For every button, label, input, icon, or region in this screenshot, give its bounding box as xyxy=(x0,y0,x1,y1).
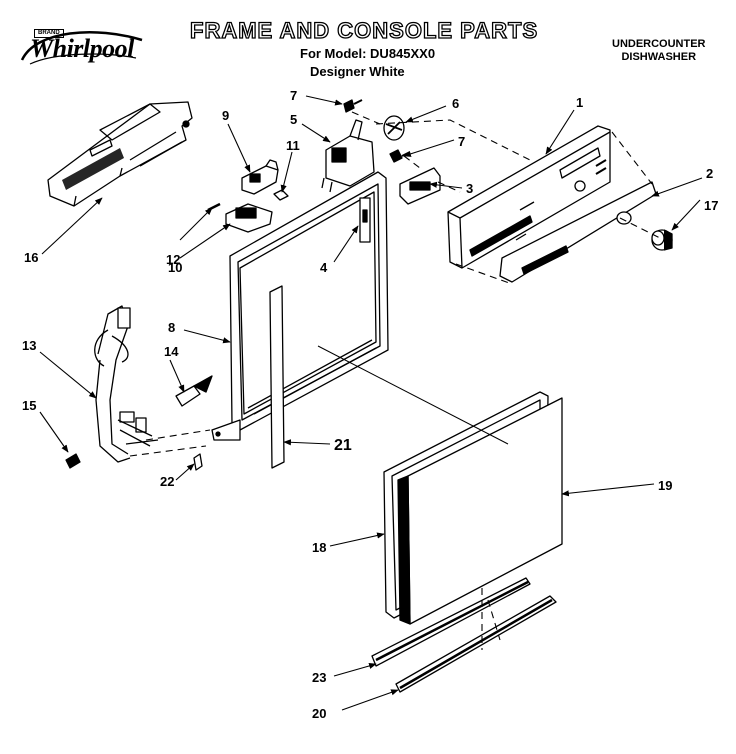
product-type-line2: DISHWASHER xyxy=(621,51,697,63)
part-10-bracket xyxy=(225,203,273,233)
callout-1: 1 xyxy=(576,95,583,110)
callout-6: 6 xyxy=(452,96,459,111)
whirlpool-logo: BRAND Whirlpool xyxy=(16,26,146,70)
callout-17: 17 xyxy=(704,198,718,213)
callout-9: 9 xyxy=(222,108,229,123)
callout-23: 23 xyxy=(312,670,326,685)
callout-7-mid: 7 xyxy=(458,134,465,149)
part-14-fuse xyxy=(175,375,213,407)
callout-21: 21 xyxy=(334,437,352,454)
callout-22: 22 xyxy=(160,474,174,489)
part-15-screw xyxy=(65,453,81,469)
part-2-overlay xyxy=(499,181,657,283)
part-21-strip xyxy=(269,285,285,469)
page-title: FRAME AND CONSOLE PARTS xyxy=(189,17,539,43)
callout-11: 11 xyxy=(286,138,300,153)
part-11-clip xyxy=(273,189,289,201)
callout-3: 3 xyxy=(466,181,473,196)
part-6-knob xyxy=(383,115,405,141)
callout-14: 14 xyxy=(164,344,179,359)
callout-15: 15 xyxy=(22,398,36,413)
callout-16: 16 xyxy=(24,250,38,265)
callout-19: 19 xyxy=(658,478,672,493)
part-22-fastener xyxy=(193,453,203,471)
part-16-bracket xyxy=(47,101,193,207)
part-3-latch xyxy=(399,167,441,205)
product-type: UNDERCOUNTER DISHWASHER xyxy=(612,38,706,64)
part-7-screw-top xyxy=(343,99,363,113)
brand-name: Whirlpool xyxy=(30,34,134,63)
brand-tag: BRAND xyxy=(34,29,64,38)
part-17-knob xyxy=(651,229,673,251)
callout-13: 13 xyxy=(22,338,36,353)
callout-10: 10 xyxy=(168,260,182,275)
product-type-line1: UNDERCOUNTER xyxy=(612,38,706,50)
part-9-switch xyxy=(241,159,279,195)
callout-2: 2 xyxy=(706,166,713,181)
callout-8: 8 xyxy=(168,320,175,335)
part-5-actuator xyxy=(321,119,375,193)
callout-18: 18 xyxy=(312,540,326,555)
assembly-guides xyxy=(129,111,661,650)
part-23-trim xyxy=(371,577,531,667)
part-20-trim xyxy=(395,595,557,693)
logo-swirl-icon xyxy=(20,31,143,65)
part-12-screw xyxy=(207,202,221,212)
color-line: Designer White xyxy=(310,64,405,79)
frame-to-panel-guide xyxy=(317,345,509,445)
part-13-harness xyxy=(94,305,159,463)
model-line: For Model: DU845XX0 xyxy=(300,46,436,61)
callout-4: 4 xyxy=(320,260,328,275)
callout-5: 5 xyxy=(290,112,297,127)
callout-leaders xyxy=(39,95,703,711)
part-1-console xyxy=(447,125,611,269)
callout-7-top: 7 xyxy=(290,88,297,103)
callout-12: 12 xyxy=(166,252,180,267)
part-19-inner-panel xyxy=(397,397,563,625)
callout-20: 20 xyxy=(312,706,326,721)
part-7-screw-mid xyxy=(389,149,411,163)
callout-labels: 1 2 3 4 5 6 7 7 8 9 10 11 12 13 14 15 16… xyxy=(22,88,718,721)
